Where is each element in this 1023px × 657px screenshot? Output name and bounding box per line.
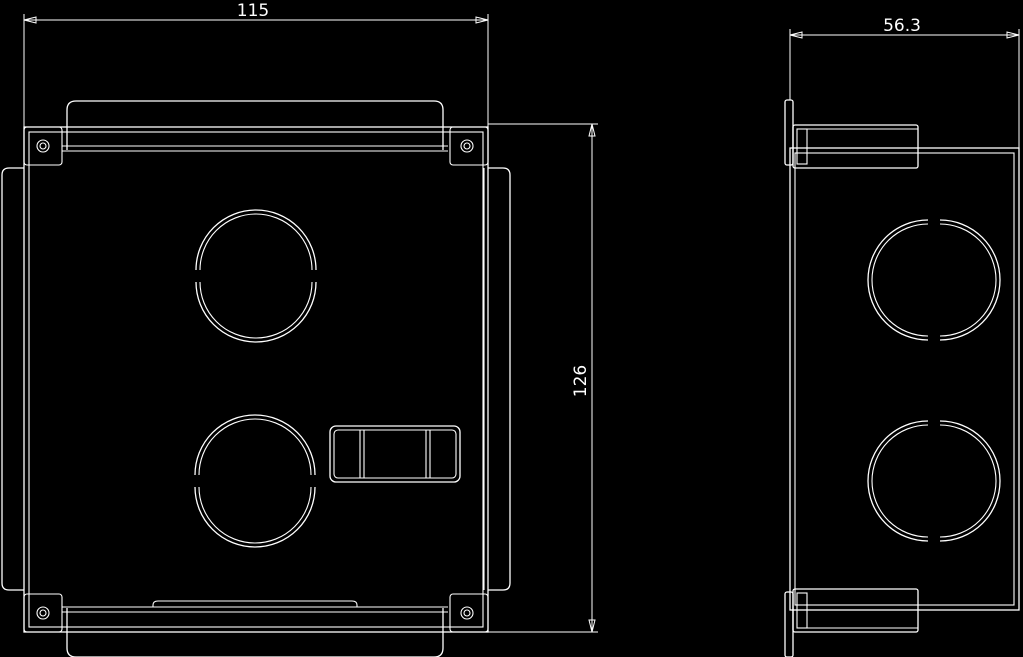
width-label: 115	[237, 1, 269, 21]
corner-ear-bottom-right	[449, 593, 489, 633]
side-bottom-bracket	[784, 588, 919, 657]
knockout-hole-upper	[195, 209, 317, 343]
height-label: 126	[571, 365, 591, 397]
rectangular-slot	[329, 425, 461, 483]
side-knockout-upper	[867, 219, 1001, 341]
front-view	[1, 100, 511, 657]
dimension-height: 126	[488, 123, 598, 633]
side-knockout-lower	[867, 420, 1001, 542]
bottom-flange	[66, 608, 444, 657]
front-body-inner	[28, 131, 484, 628]
depth-label: 56.3	[883, 16, 921, 36]
side-body-inner	[794, 152, 1015, 606]
bottom-tab	[152, 600, 358, 607]
corner-ear-top-left	[23, 126, 63, 166]
left-flange	[1, 167, 24, 591]
dimension-depth: 56.3	[789, 16, 1020, 148]
side-top-bracket	[784, 99, 919, 169]
top-flange	[66, 100, 444, 150]
dimension-width: 115	[23, 1, 489, 127]
front-body-outline	[23, 126, 489, 633]
knockout-hole-lower	[194, 414, 316, 548]
right-flange	[488, 167, 511, 591]
corner-ear-top-right	[449, 126, 489, 166]
side-body-outline	[789, 147, 1020, 611]
corner-ear-bottom-left	[23, 593, 63, 633]
side-view	[784, 99, 1020, 657]
